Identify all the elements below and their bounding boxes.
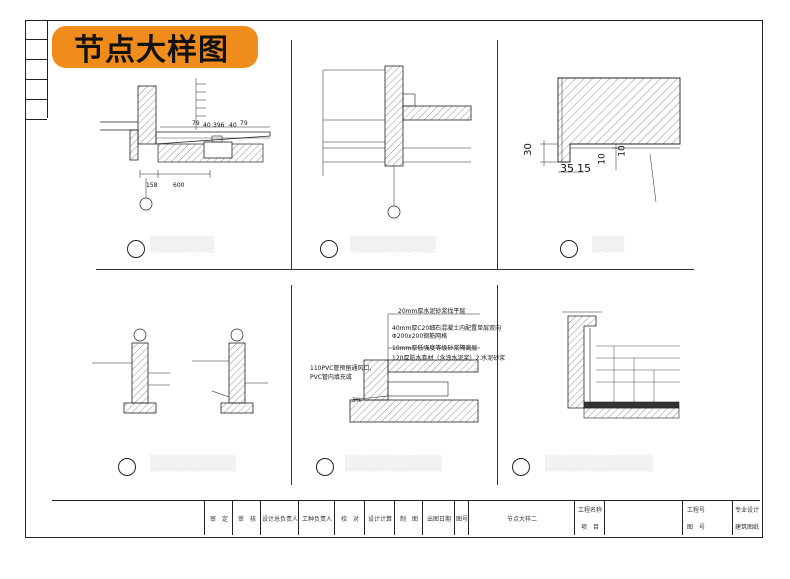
detail-drawing-5 <box>349 313 480 423</box>
strip-row <box>25 20 47 40</box>
strip-row <box>25 60 47 80</box>
tb-cell: 工种负责人 <box>298 501 335 535</box>
detail-index-circle <box>560 240 578 258</box>
detail-index-circle <box>316 458 334 476</box>
dim-label: 30 <box>522 143 534 156</box>
dim-label: 158 <box>146 182 158 189</box>
tb-cell: 审 核 <box>232 501 261 535</box>
tb-cell: 设计总负责人 <box>260 501 299 535</box>
note-line: 40mm厚C20细石混凝土内配置单层双向 <box>392 325 502 332</box>
note-line: 20mm厚水泥砂浆找平层 <box>398 308 466 315</box>
note-line: 120厚防水卷材（含涂水泥浆）2.水泥砂浆 <box>392 355 506 362</box>
drawing-name: 节点大样二 <box>468 501 575 535</box>
tb-cell: 设计计算 <box>364 501 395 535</box>
panel-divider-v4 <box>497 285 498 485</box>
tb-cell: 制 图 <box>394 501 423 535</box>
banner-title: 节点大样图 <box>74 33 229 68</box>
left-revision-strip <box>25 20 48 120</box>
right-top: 专业设计 <box>732 501 761 518</box>
title-banner: 节点大样图 <box>52 26 258 68</box>
tb-cell: 审 定 <box>204 501 233 535</box>
faded-caption: ▒▒▒▒▒▒▒▒▒ <box>345 456 442 472</box>
detail-drawing-2 <box>322 65 472 219</box>
detail-index-circle <box>320 240 338 258</box>
pipe-note: 110PVC管预留通风口, <box>310 365 372 372</box>
dim-label: 10 <box>617 145 628 157</box>
faded-caption: ▒▒▒▒▒▒ <box>150 237 215 253</box>
panel-divider-v1 <box>291 40 292 270</box>
tb-cell: 图号 <box>454 501 469 535</box>
pipe-note: PVC管内填充或 <box>310 374 352 381</box>
dim-label: 600 <box>173 182 185 189</box>
faded-caption: ▒▒▒ <box>592 237 625 253</box>
panel-divider-v2 <box>497 40 498 270</box>
faded-caption: ▒▒▒▒▒▒▒▒▒▒ <box>545 456 653 472</box>
dim-label: 35 <box>560 162 574 175</box>
dim-label: 79 <box>192 120 200 127</box>
detail-index-circle <box>127 240 145 258</box>
dim-label: 15 <box>577 162 591 175</box>
dim-label: 10 <box>597 153 608 165</box>
drawing-no-label: 工程号 <box>682 501 709 518</box>
right-bottom: 建筑图纸 <box>732 518 761 535</box>
detail-drawing-3 <box>540 77 681 203</box>
dim-label: 396 <box>213 122 225 129</box>
title-block: 审 定 审 核 设计总负责人 工种负责人 校 对 设计计算 制 图 出图日期 图… <box>52 500 760 535</box>
note-line: 10mm厚低强度等级砂浆隔离层 <box>392 345 478 352</box>
faded-caption: ▒▒▒▒▒▒▒▒ <box>350 237 437 253</box>
dim-label: 79 <box>240 120 248 127</box>
panel-divider-v3 <box>291 285 292 485</box>
note-line: Φ200x200钢筋网格 <box>392 333 448 340</box>
page-label: 图 号 <box>682 518 709 535</box>
tb-cell: 校 对 <box>334 501 365 535</box>
strip-row <box>25 100 47 120</box>
strip-row <box>25 40 47 60</box>
detail-drawing-6 <box>562 311 680 419</box>
dim-label: 40 <box>229 122 237 129</box>
tb-cell: 出图日期 <box>422 501 455 535</box>
strip-row <box>25 80 47 100</box>
item-label: 项 目 <box>574 518 605 535</box>
detail-index-circle <box>118 458 136 476</box>
detail-drawing-4 <box>92 328 268 414</box>
project-name-label: 工程名称 <box>574 501 605 518</box>
dim-label: 40 <box>203 122 211 129</box>
project-value <box>604 501 683 535</box>
faded-caption: ▒▒▒▒▒▒▒▒ <box>150 456 237 472</box>
panel-divider-h <box>96 269 694 270</box>
detail-drawing-1 <box>100 78 271 211</box>
detail-index-circle <box>512 458 530 476</box>
